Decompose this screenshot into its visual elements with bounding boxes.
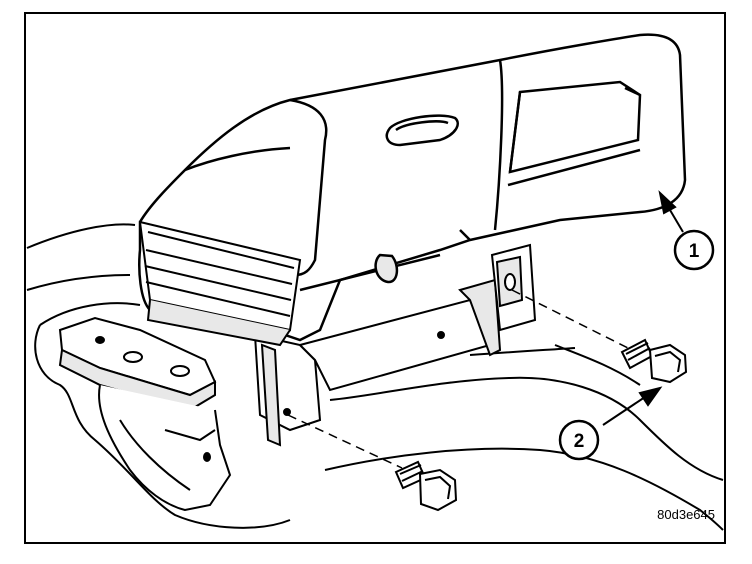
bolt-upper — [620, 338, 688, 384]
seat-vent-grille — [138, 220, 302, 347]
bolt-lower — [394, 460, 458, 512]
callout-1: 1 — [673, 229, 715, 271]
callout-1-label: 1 — [689, 241, 700, 262]
callout-2: 2 — [558, 419, 600, 461]
figure-id-code: 80d3e645 — [657, 507, 715, 522]
leader-1-arrowhead — [658, 190, 677, 215]
leader-2-arrowhead — [638, 386, 663, 407]
alignment-lines — [287, 289, 629, 469]
callout-leaders — [602, 190, 684, 426]
floor-bracket — [58, 316, 232, 512]
callout-2-label: 2 — [574, 431, 585, 452]
seat-riser — [203, 243, 537, 462]
